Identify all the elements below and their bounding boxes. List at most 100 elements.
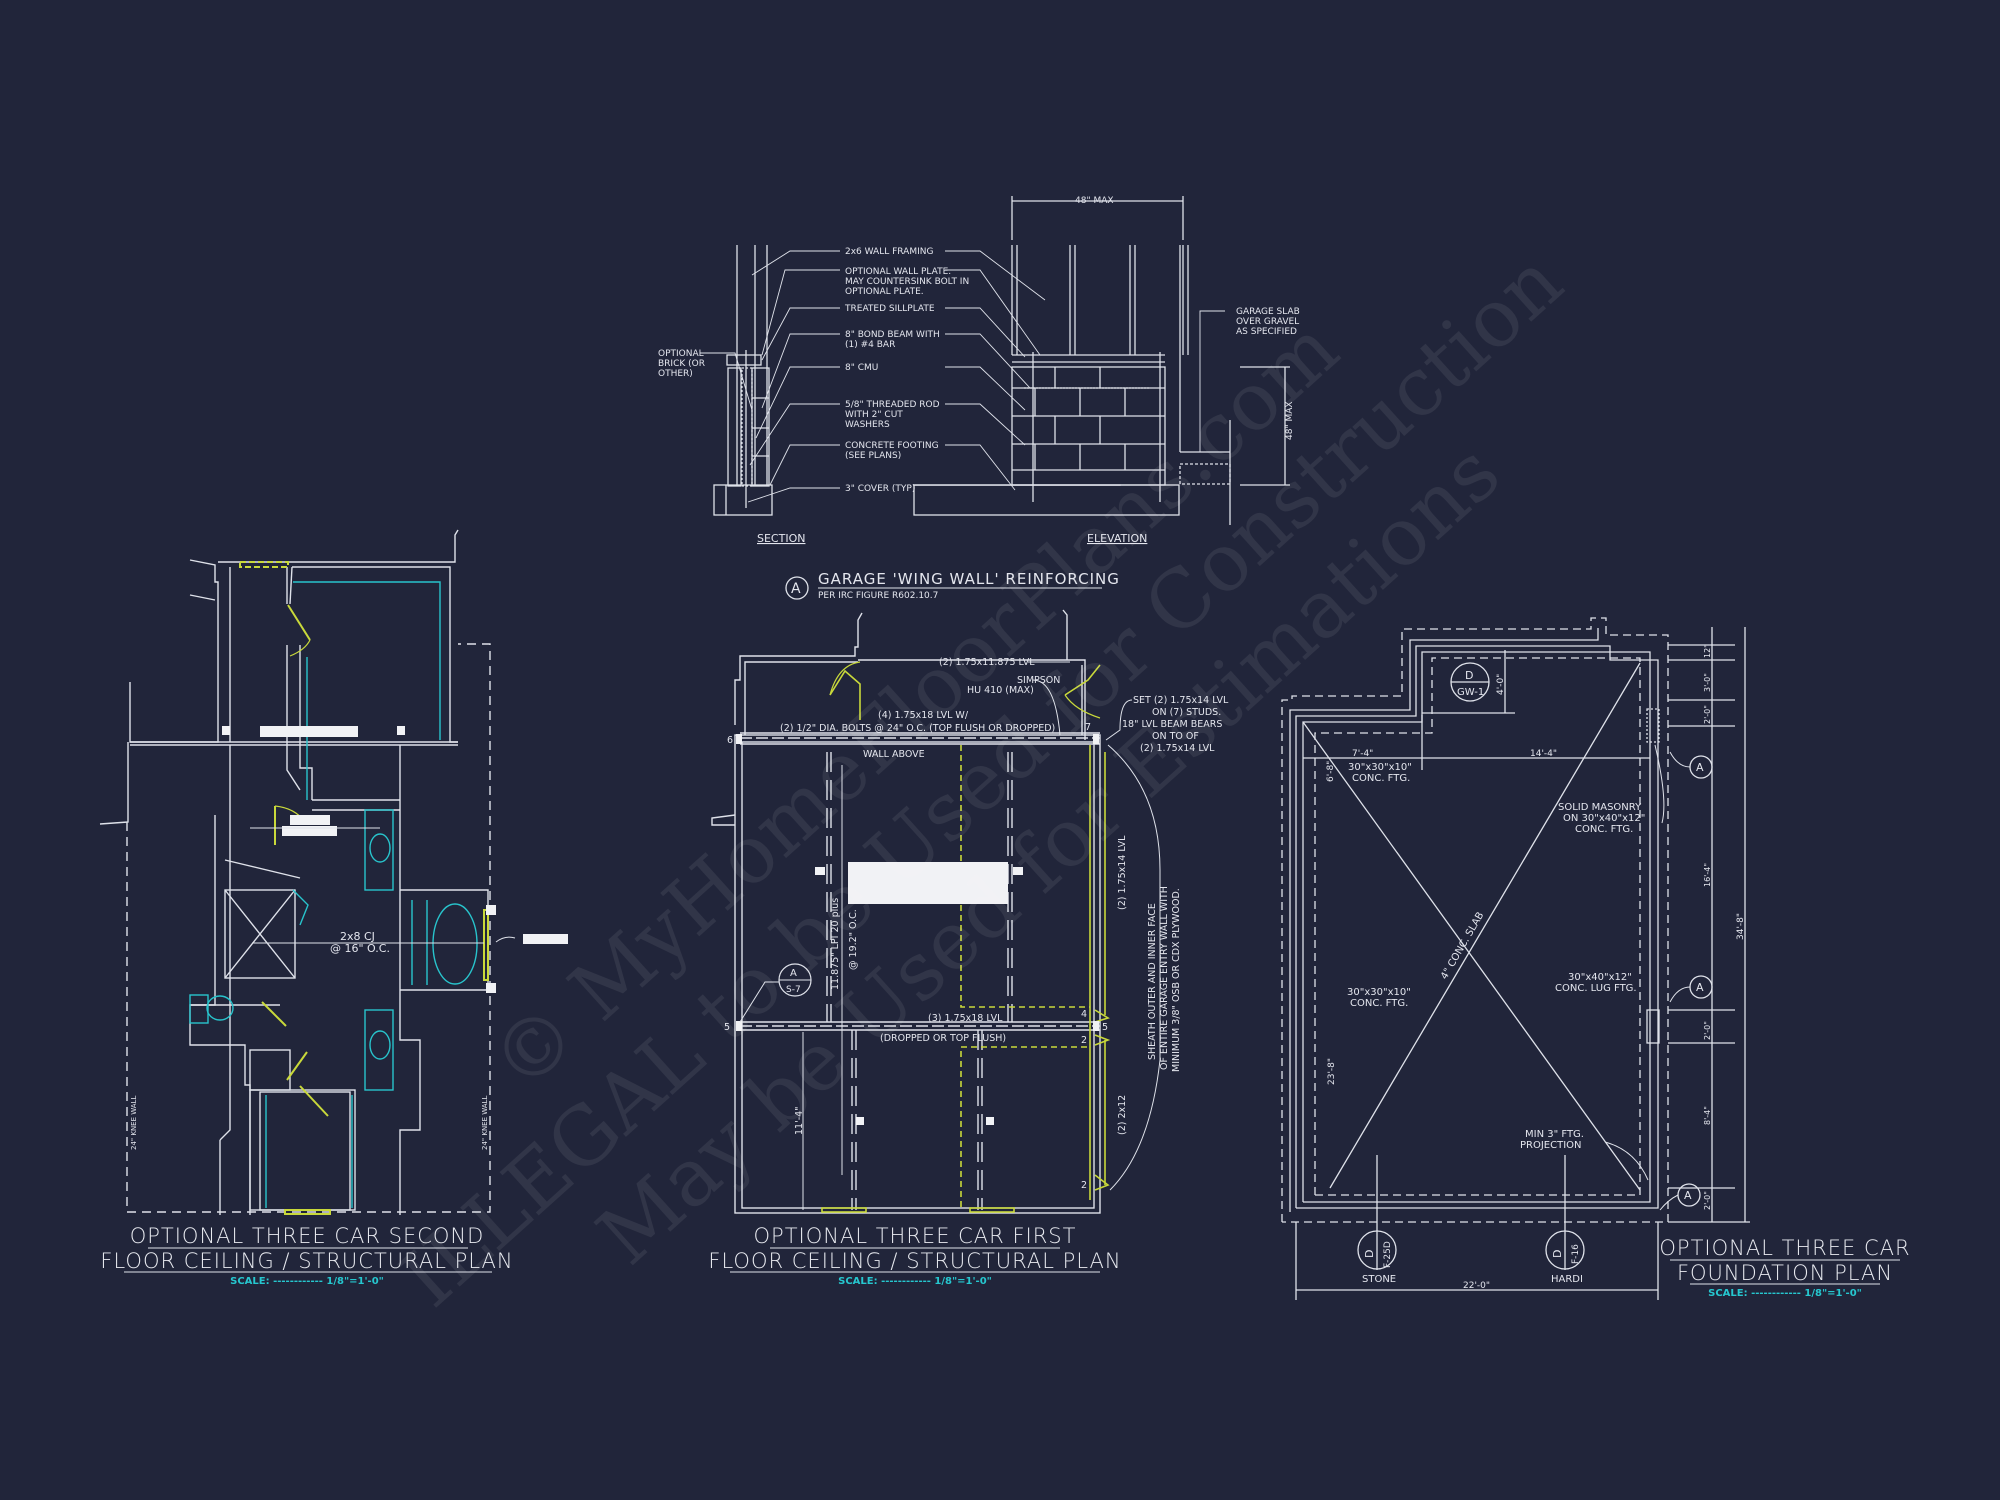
plan-title-line2: FOUNDATION PLAN: [1677, 1261, 1893, 1285]
bubble-letter: A: [1684, 1189, 1692, 1202]
note: (2) 2x12: [1117, 1095, 1128, 1135]
detail-subtitle: PER IRC FIGURE R602.10.7: [818, 591, 938, 601]
brick-note: BRICK (OR: [658, 359, 705, 369]
detail-title: GARAGE 'WING WALL' REINFORCING: [818, 570, 1120, 588]
beam-mark: 2: [1081, 1180, 1087, 1191]
note: @ 19.2" O.C.: [848, 909, 859, 970]
note: OF ENTIRE GARAGE ENTRY WALL WITH: [1159, 886, 1170, 1070]
plan-scale: SCALE: ------------ 1/8"=1'-0": [838, 1276, 992, 1287]
note: ON (7) STUDS.: [1152, 707, 1221, 718]
beam-mark: 7: [1085, 722, 1091, 733]
title-first-floor: OPTIONAL THREE CAR FIRST FLOOR CEILING /…: [708, 1224, 1121, 1287]
title-second-floor: OPTIONAL THREE CAR SECOND FLOOR CEILING …: [100, 1224, 513, 1287]
plan-scale: SCALE: ------------ 1/8"=1'-0": [1708, 1288, 1862, 1299]
first-floor-notes: (2) 1.75x11.875 LVL SIMPSON HU 410 (MAX)…: [724, 657, 1229, 1191]
note: WITH 2" CUT: [845, 410, 903, 420]
slab-note: OVER GRAVEL: [1236, 317, 1299, 327]
plan-second-floor: 2x8 CJ @ 16" O.C. 24" KNEE WALL 24" KNEE…: [99, 529, 568, 1215]
note: (2) 1.75x14 LVL: [1117, 835, 1128, 910]
note: ON 30"x40"x12": [1563, 813, 1645, 824]
section-ref-bottom: S-7: [786, 985, 801, 995]
note: MIN 3" FTG.: [1525, 1129, 1584, 1140]
overall-dim: 34'-8": [1736, 913, 1746, 940]
dim: 14'-4": [1530, 749, 1557, 759]
note: MAY COUNTERSINK BOLT IN: [845, 277, 969, 287]
dim: 22'-0": [1463, 1281, 1490, 1291]
dim: 2'-0": [1703, 1021, 1712, 1040]
note: OPTIONAL PLATE.: [845, 287, 924, 297]
note: (2) 1.75x11.875 LVL: [939, 657, 1035, 668]
dim: 11'-4": [794, 1106, 805, 1135]
brick-note: OPTIONAL: [658, 349, 704, 359]
note: 8" CMU: [845, 363, 878, 373]
plan-title-line1: OPTIONAL THREE CAR: [1659, 1236, 1910, 1260]
dim: 23'-8": [1327, 1058, 1337, 1085]
note: 2x6 WALL FRAMING: [845, 247, 933, 257]
slab-note: GARAGE SLAB: [1236, 307, 1300, 317]
note: 30"x30"x10": [1348, 762, 1412, 773]
dim: 2'-0": [1703, 705, 1712, 724]
section-label: SECTION: [757, 532, 805, 545]
note: CONC. FTG.: [1352, 773, 1410, 784]
elevation-ref-label: STONE: [1362, 1274, 1396, 1285]
brick-note: OTHER): [658, 369, 693, 379]
note: OPTIONAL WALL PLATE.: [845, 267, 951, 277]
plan-scale: SCALE: ------------ 1/8"=1'-0": [230, 1276, 384, 1287]
note: 18" LVL BEAM BEARS: [1122, 719, 1222, 730]
bubble-letter: A: [1696, 761, 1704, 774]
dim: 4'-0": [1496, 674, 1506, 695]
bubble-top: D: [1363, 1250, 1376, 1258]
joist-spacing: @ 16" O.C.: [330, 942, 390, 955]
note: CONC. FTG.: [1575, 824, 1633, 835]
note: MINIMUM 3/8" OSB OR CDX PLYWOOD.: [1171, 888, 1182, 1072]
detail-wing-wall: 2x6 WALL FRAMING OPTIONAL WALL PLATE. MA…: [658, 196, 1300, 601]
beam-mark: 6: [727, 735, 733, 746]
foundation-notes: D GW-1 4'-0" 7'-4" 14'-4" 6'-8" 30"x30"x…: [1326, 644, 1746, 1291]
dim-width: 48" MAX: [1075, 196, 1114, 206]
section-drawing: [713, 245, 773, 516]
elevation-label: ELEVATION: [1087, 532, 1147, 545]
dim: 7'-4": [1352, 749, 1373, 759]
note: (1) #4 BAR: [845, 340, 895, 350]
plan-title-line2: FLOOR CEILING / STRUCTURAL PLAN: [708, 1249, 1121, 1273]
dim: 8'-4": [1703, 1106, 1712, 1125]
note: (3) 1.75x18 LVL: [928, 1013, 1003, 1024]
note: (SEE PLANS): [845, 451, 901, 461]
joist-note: 2x8 CJ: [340, 930, 375, 943]
note: 30"x30"x10": [1347, 987, 1411, 998]
leader-lines: [700, 250, 1225, 503]
detail-bubble-icon: [785, 576, 809, 600]
note: 3" COVER (TYP): [845, 484, 915, 494]
bubble-bottom: F-25D: [1383, 1241, 1393, 1268]
note: ON TO OF: [1152, 731, 1199, 742]
section-ref-top: A: [790, 968, 797, 979]
title-foundation: OPTIONAL THREE CAR FOUNDATION PLAN SCALE…: [1659, 1236, 1910, 1299]
detail-bubble-letter: A: [791, 581, 801, 597]
note: TREATED SILLPLATE: [844, 304, 935, 314]
note: 8" BOND BEAM WITH: [845, 330, 940, 340]
note: WASHERS: [845, 420, 890, 430]
note: (DROPPED OR TOP FLUSH): [880, 1033, 1006, 1044]
note: SIMPSON: [1017, 675, 1060, 686]
dim: 2'-0": [1703, 1191, 1712, 1210]
note: CONCRETE FOOTING: [845, 441, 939, 451]
dim: 6'-8": [1326, 761, 1336, 782]
plan-title-line1: OPTIONAL THREE CAR SECOND: [130, 1224, 485, 1248]
note: SET (2) 1.75x14 LVL: [1133, 695, 1229, 706]
beam-mark: 2: [1081, 1035, 1087, 1046]
dim: 3'-0": [1703, 673, 1712, 692]
note: CONC. FTG.: [1350, 998, 1408, 1009]
note: SHEATH OUTER AND INNER FACE: [1147, 903, 1158, 1060]
dim: 12": [1703, 644, 1712, 658]
note: 5/8" THREADED ROD: [845, 400, 940, 410]
plan-foundation: D GW-1 4'-0" 7'-4" 14'-4" 6'-8" 30"x30"x…: [1281, 617, 1750, 1300]
note: 11.875" LPI 20 plus: [830, 898, 841, 990]
beam-mark: 5: [1102, 1022, 1108, 1033]
elevation-drawing: [913, 196, 1290, 525]
callout-box: [848, 862, 1008, 904]
header-tag: [260, 726, 358, 737]
plan-title-line2: FLOOR CEILING / STRUCTURAL PLAN: [100, 1249, 513, 1273]
dim-height: 48" MAX: [1285, 401, 1295, 440]
bubble-top: D: [1551, 1250, 1564, 1258]
